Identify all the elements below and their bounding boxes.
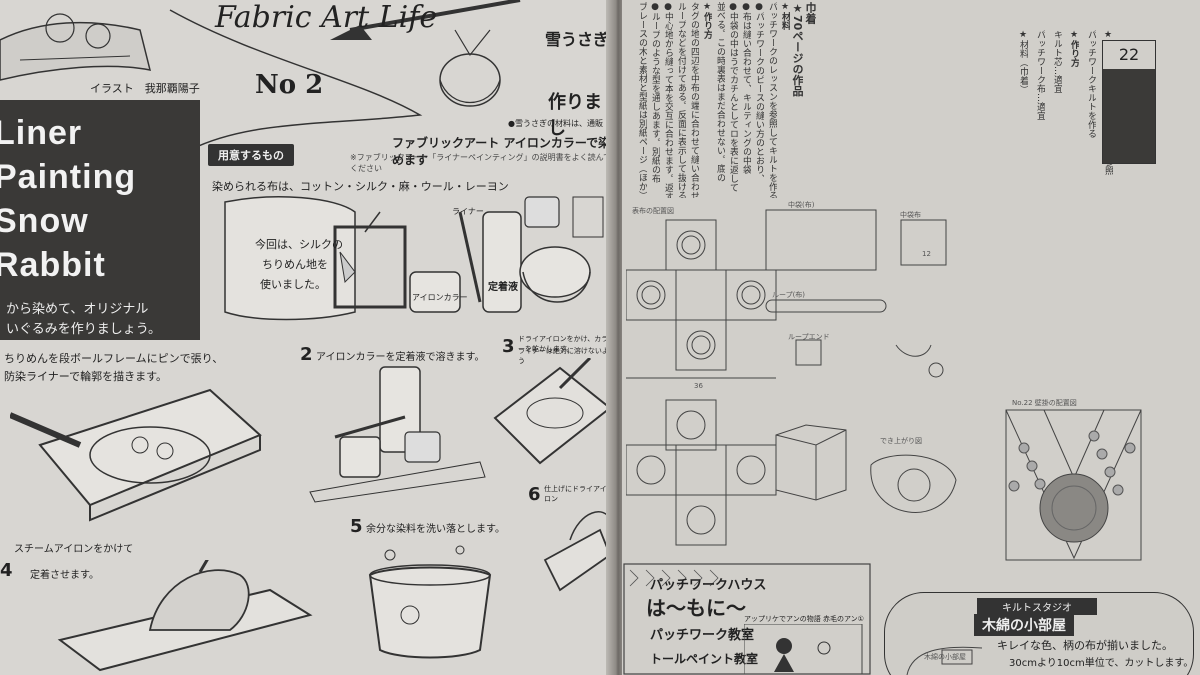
label-dim-12: 12 — [922, 250, 931, 258]
label-center: 中袋布 — [900, 211, 921, 219]
quilt-studio-text-2: 30cmより10cm単位で、カットします。 — [1009, 658, 1194, 669]
far-col-5: パッチワークキルトを作る — [1086, 30, 1096, 138]
step4-illustration — [57, 560, 313, 672]
instr-col-12: ★材料 — [780, 2, 790, 30]
page-number-tag: 22 — [1102, 40, 1156, 164]
title-block: Liner Painting Snow Rabbit から染めて、オリジナル い… — [0, 100, 200, 340]
step3-line-1: ドライアイロンをかけ、カラーを乾かします。 — [518, 335, 609, 353]
instr-col-1: ブレースの木と素材と型紙は別紙ページ（ほか） — [637, 2, 647, 198]
anne-story-line: アップリケでアンの物語 赤毛のアン① — [744, 615, 864, 623]
label-layout: 表布の配置図 — [632, 207, 674, 215]
step4-line-2: 定着させます。 — [30, 570, 99, 581]
right-page: ブレースの木と素材と型紙は別紙ページ（ほか） ●ループのような型を通しあます。別… — [622, 0, 1200, 675]
title-line-3: Snow — [0, 202, 89, 240]
product-label-color: アイロンカラー — [412, 293, 468, 302]
product-label-liner: ライナー — [452, 207, 484, 216]
quilt-studio-header: キルトスタジオ — [977, 598, 1097, 615]
step1-line-2: 防染ライナーで輪郭を描きます。 — [4, 370, 168, 383]
instr-col-14: 巾着 — [805, 2, 816, 24]
step3-line-2: ライナーは絶対に溶けないよう — [518, 347, 609, 365]
step3-number: 3 — [502, 336, 515, 357]
pattern-diagrams — [626, 209, 957, 546]
step6-text: 仕上げにドライアイロン — [544, 485, 607, 503]
right-title-line-1: 雪うさぎ — [545, 30, 610, 49]
far-col-2: パッチワーク布…適宜 — [1035, 30, 1045, 120]
instr-col-3: ●中心地から縫って本を交互に合わせます。返す — [663, 2, 673, 198]
step3-illustration — [493, 358, 612, 465]
instr-col-7: 並べる。この時裏表はまだ合わせない。底の — [715, 2, 725, 182]
step4-line-1: スチームアイロンをかけて — [14, 544, 134, 555]
patchwork-house-sub: は～もに～ — [646, 596, 746, 620]
title-line-4: Rabbit — [0, 246, 106, 284]
intro-line-1: から染めて、オリジナル — [6, 302, 149, 317]
label-finished: でき上がり図 — [880, 437, 922, 445]
far-columns: ★材料（巾着） パッチワーク布…適宜 キルト芯…適宜 ★作り方 パッチワークキル… — [1017, 30, 1113, 190]
step1-line-1: ちりめんを段ボールフレームにピンで張り、 — [4, 352, 224, 365]
anne-illustration — [744, 624, 863, 675]
subtitle-note: ※ファブリックアート「ライナーペインティング」の説明書をよく読んでください — [350, 153, 612, 173]
label-loop-end: ループエンド — [788, 333, 830, 341]
materials-note: ●雪うさぎの材料は、通販 — [508, 119, 603, 128]
label-cutout: 中袋(布) — [788, 201, 815, 209]
step6-illustration — [543, 511, 612, 592]
instr-col-8: ●中袋の中はうでカチんとしてロを表に返して — [728, 2, 738, 192]
label-dim-36: 36 — [694, 382, 703, 390]
instr-col-5: タグの地の四辺を中布の端に合わせて縫い合わせる — [689, 2, 699, 198]
title-line-2: Painting — [0, 158, 137, 196]
wall-hanging-diagram — [1005, 409, 1142, 561]
step5-number: 5 — [350, 516, 363, 537]
quilt-studio-name: 木綿の小部屋 — [974, 614, 1074, 636]
illustrator-credit: イラスト 我那覇陽子 — [90, 82, 200, 95]
wall-diagram-title: No.22 壁掛の配置図 — [1012, 399, 1077, 407]
step5-illustration — [368, 545, 492, 659]
bubble-line-2: ちりめん地を — [262, 258, 328, 271]
products-illustration — [409, 196, 604, 313]
series-number: No 2 — [255, 70, 324, 100]
bubble-line-3: 使いました。 — [260, 278, 326, 291]
page-number: 22 — [1118, 45, 1140, 64]
far-col-4: ★作り方 — [1069, 30, 1079, 67]
far-col-3: キルト芯…適宜 — [1052, 30, 1062, 93]
step4-number: 4 — [0, 560, 13, 581]
intro-line-2: いぐるみを作りましょう。 — [6, 322, 161, 337]
label-loop: ループ(布) — [772, 291, 806, 299]
series-title: Fabric Art Life — [215, 0, 438, 35]
instr-col-2: ●ループのような型を通しあます。別紙の布 — [650, 2, 660, 183]
far-col-1: ★材料（巾着） — [1018, 30, 1028, 94]
left-page: Fabric Art Life No 2 イラスト 我那覇陽子 Liner Pa… — [0, 0, 612, 675]
quilt-studio-small-label: 木綿の小部屋 — [924, 653, 966, 661]
product-label-fixer: 定着液 — [488, 282, 518, 293]
prep-header: 用意するもの — [208, 144, 294, 166]
prep-text: 染められる布は、コットン・シルク・麻・ウール・レーヨン — [212, 180, 509, 193]
patchwork-house-title: パッチワークハウス — [650, 578, 767, 593]
title-line-1: Liner — [0, 114, 83, 152]
instr-col-10: ●パッチワークのピースの縫い方のとおり、 — [754, 2, 764, 183]
instr-col-6: ★作り方 — [702, 2, 712, 39]
instr-col-13: ★70ページの作品 — [792, 2, 803, 97]
step5-text: 余分な染料を洗い落とします。 — [366, 524, 505, 535]
step2-number: 2 — [300, 344, 313, 365]
header-illustration — [0, 0, 521, 150]
instruction-columns: ブレースの木と素材と型紙は別紙ページ（ほか） ●ループのような型を通しあます。別… — [636, 2, 816, 198]
quilt-studio-map — [906, 646, 983, 675]
right-title-line-2: 作りまし — [548, 92, 602, 139]
materials-illustration — [224, 196, 407, 321]
step2-illustration — [309, 366, 486, 503]
step6-number: 6 — [528, 484, 541, 505]
subtitle-main: ファブリックアート アイロンカラーで染めます — [392, 136, 611, 167]
instr-col-9: ●布は縫い合わせて、キルティングの中袋 — [741, 2, 751, 174]
step1-illustration — [10, 388, 262, 522]
patchwork-class: パッチワーク教室 — [650, 628, 755, 643]
step2-text: アイロンカラーを定着液で溶きます。 — [316, 352, 485, 363]
instr-col-11: パッチワークのレッスンを参照してキルトを作る — [767, 2, 777, 198]
tole-paint-class: トールペイント教室 — [650, 652, 759, 666]
bubble-line-1: 今回は、シルクの — [255, 238, 343, 251]
instr-col-4: ループなどを付けてある。反面に表示して抜けるよう — [676, 2, 686, 198]
quilt-studio-text: キレイな色、柄の布が揃いました。 — [997, 639, 1173, 652]
